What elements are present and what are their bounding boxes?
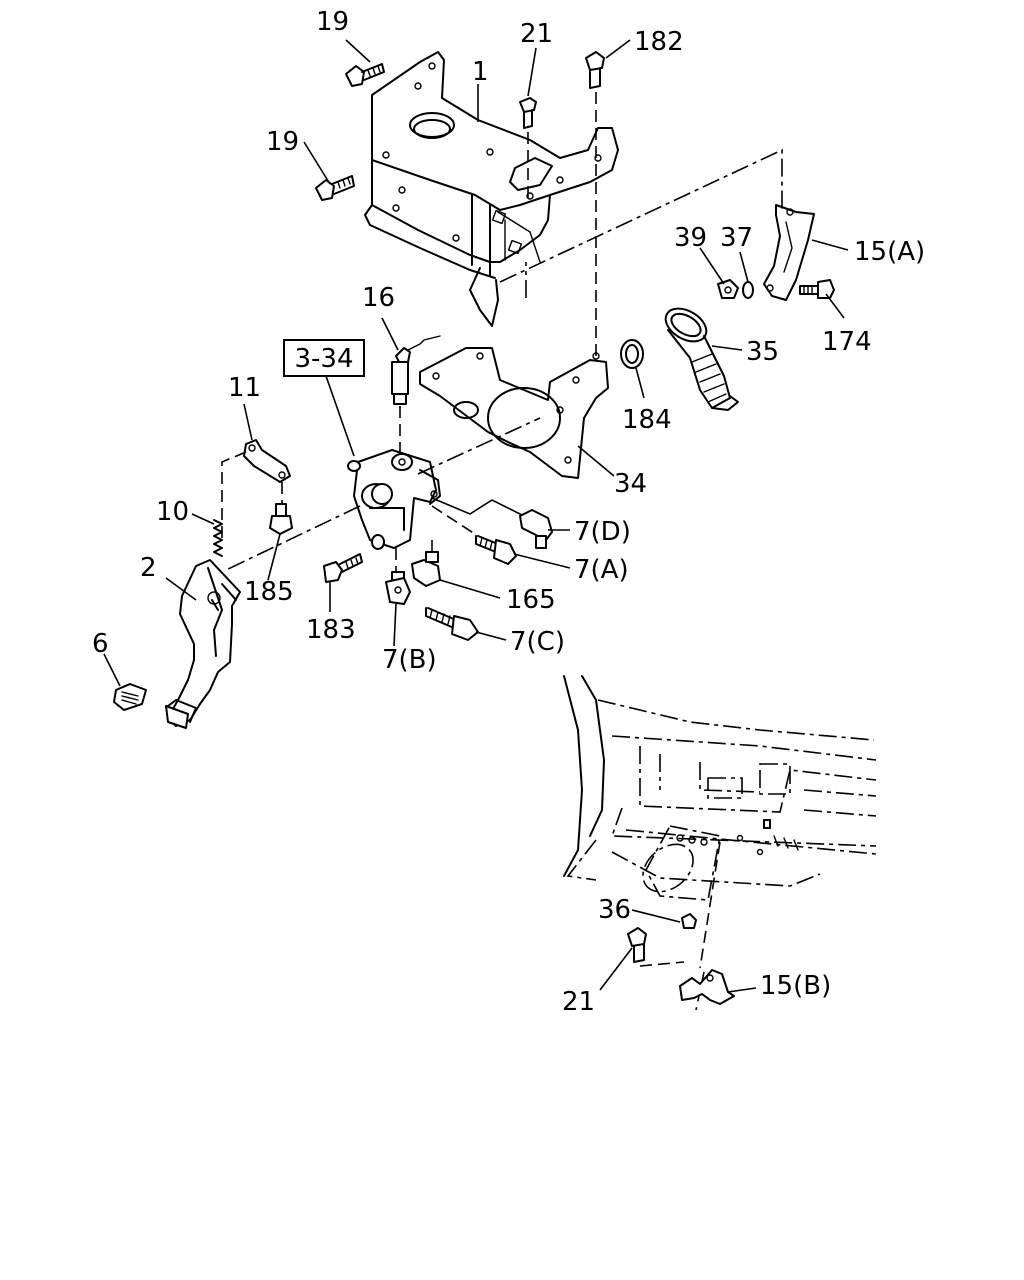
bolt-19-upper xyxy=(345,63,385,87)
label-7d: 7(D) xyxy=(574,517,631,547)
switch-part-16 xyxy=(391,335,441,452)
master-cylinder-body xyxy=(347,449,441,550)
label-2: 2 xyxy=(140,553,157,583)
bracket-part-15b xyxy=(679,969,735,1005)
centerline-cylinder-to-pedal xyxy=(225,505,361,571)
label-174: 174 xyxy=(822,327,872,357)
nut-39 xyxy=(717,279,739,299)
label-1: 1 xyxy=(472,57,489,87)
leader-lines xyxy=(103,39,849,993)
bolt-19-lower xyxy=(315,175,355,201)
fitting-7b xyxy=(385,548,411,605)
bracket-part-1 xyxy=(364,51,619,327)
label-15a: 15(A) xyxy=(854,237,925,267)
fitting-7c xyxy=(425,607,479,641)
reference-box-label: 3-34 xyxy=(294,344,353,374)
label-19-lower: 19 xyxy=(266,127,299,157)
label-19-upper: 19 xyxy=(316,7,349,37)
label-34: 34 xyxy=(614,469,647,499)
centerline-bracket-to-15a xyxy=(499,148,783,283)
vehicle-floor-inset xyxy=(563,675,877,1011)
grommet-184 xyxy=(620,339,644,369)
label-11: 11 xyxy=(228,373,261,403)
label-185: 185 xyxy=(244,577,294,607)
label-183: 183 xyxy=(306,615,356,645)
bolt-183 xyxy=(323,553,363,583)
bolt-185 xyxy=(269,503,293,535)
label-7b: 7(B) xyxy=(382,645,437,675)
centerline-cylinder-to-plate xyxy=(417,417,541,475)
label-21-lower: 21 xyxy=(562,987,595,1017)
bolt-21-lower xyxy=(627,927,685,967)
plate-part-34 xyxy=(419,347,609,479)
label-6: 6 xyxy=(92,629,109,659)
label-10: 10 xyxy=(156,497,189,527)
bracket-part-11 xyxy=(221,439,291,540)
label-21-top: 21 xyxy=(520,19,553,49)
label-7c: 7(C) xyxy=(510,627,565,657)
boot-part-35 xyxy=(664,307,739,411)
pipe-line-7d xyxy=(431,497,525,517)
part-labels: 19 21 182 1 19 39 37 15(A) 16 174 35 11 … xyxy=(92,7,925,1017)
pedal-part-2 xyxy=(165,559,241,729)
label-184: 184 xyxy=(622,405,672,435)
bolt-21-top xyxy=(519,97,537,198)
clip-part-36 xyxy=(681,913,697,929)
spring-part-10 xyxy=(213,519,223,557)
label-39: 39 xyxy=(674,223,707,253)
label-15b: 15(B) xyxy=(760,971,831,1001)
dash-7a xyxy=(431,505,479,537)
label-165: 165 xyxy=(506,585,556,615)
bolt-182 xyxy=(585,51,605,360)
label-182: 182 xyxy=(634,27,684,57)
bolt-174 xyxy=(799,279,835,299)
label-16: 16 xyxy=(362,283,395,313)
fitting-7a xyxy=(475,535,517,565)
label-37: 37 xyxy=(720,223,753,253)
bracket-part-15a xyxy=(763,204,815,301)
washer-37 xyxy=(742,281,754,299)
fitting-165 xyxy=(411,540,441,587)
fitting-7d xyxy=(519,509,553,549)
label-35: 35 xyxy=(746,337,779,367)
label-7a: 7(A) xyxy=(574,555,629,585)
pedal-pad-part-6 xyxy=(113,683,147,711)
label-36: 36 xyxy=(598,895,631,925)
reference-box-3-34: 3-34 xyxy=(283,339,365,457)
